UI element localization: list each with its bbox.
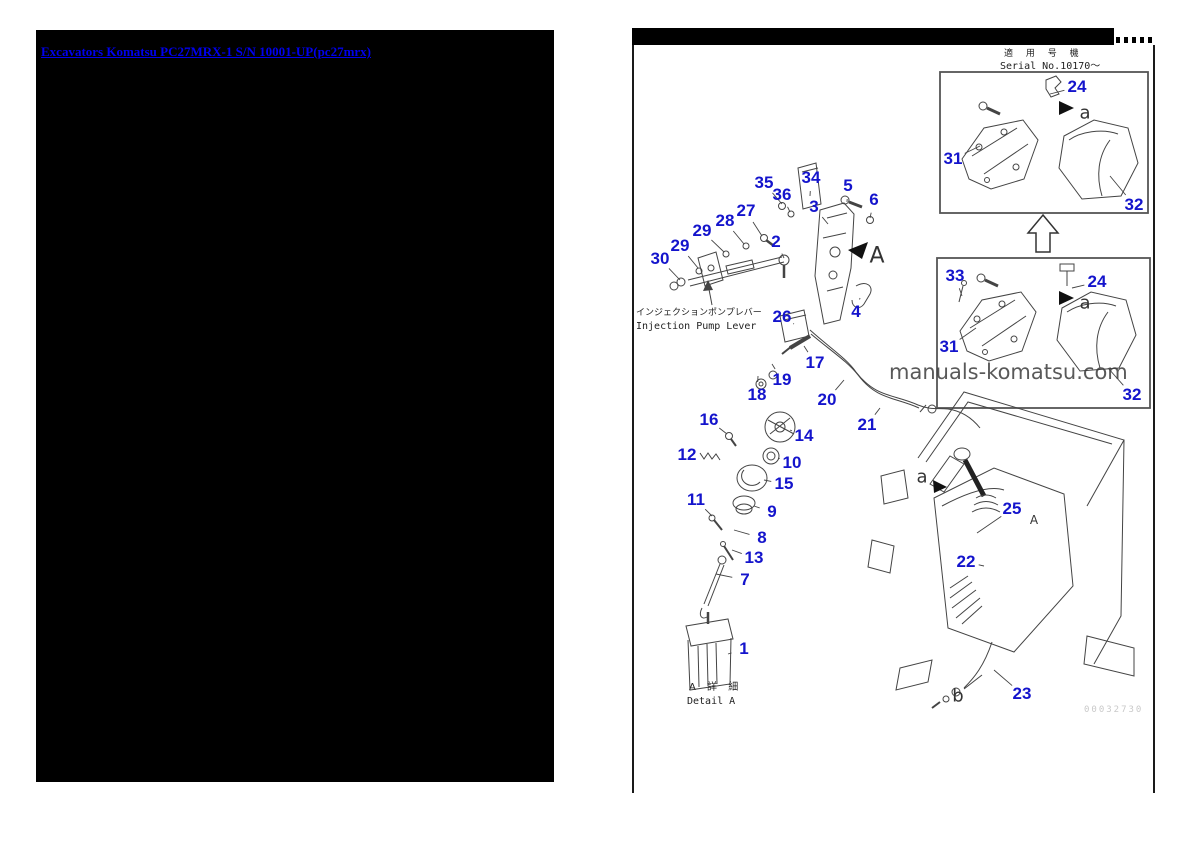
part-callout-9: 9 [767,502,777,521]
part-callout-27: 27 [736,201,756,220]
page-left-border [632,45,634,793]
part-callout-17: 17 [805,353,825,372]
part-callout-15: 15 [774,474,794,493]
part-callout-34: 34 [801,168,821,187]
view-a-arrow-icon [1059,101,1074,115]
part-callout-26: 26 [772,307,792,326]
part-callout-22: 22 [956,552,976,571]
part-callout-8: 8 [757,528,767,547]
parts-diagram [668,71,1151,709]
callout-leader-lines [668,89,1127,686]
part-callout-1: 1 [739,639,749,658]
part-callout-6: 6 [869,190,879,209]
injection-pump-lever-jp: インジェクションポンプレバー [636,308,762,318]
part-callout-29: 29 [692,221,712,240]
part-callout-24: 24 [1067,77,1087,96]
part-callout-36: 36 [772,185,792,204]
part-callout-19: 19 [772,370,792,389]
part-callout-32: 32 [1122,385,1142,404]
detail-a-label: A 詳 細 Detail A [687,681,742,709]
document-title-link[interactable]: Excavators Komatsu PC27MRX-1 S/N 10001-U… [41,44,372,59]
part-callout-25: 25 [1002,499,1022,518]
part-callout-32: 32 [1124,195,1144,214]
view-letter-A: A [869,243,885,269]
view-letter-A: A [1029,513,1039,527]
injection-pump-lever-label: インジェクションポンプレバー Injection Pump Lever [636,307,762,333]
part-callout-14: 14 [794,426,814,445]
view-letter-a: a [1079,292,1091,314]
serial-label-jp: 適 用 号 機 [1004,49,1084,59]
left-black-panel [36,30,554,782]
part-callout-11: 11 [687,490,705,509]
page-right-border [1153,45,1155,793]
part-callout-35: 35 [754,173,774,192]
top-bar-dashes [1116,37,1156,43]
part-callout-10: 10 [782,453,802,472]
part-callout-21: 21 [857,415,877,434]
view-letter-a: a [1079,102,1091,124]
part-callout-18: 18 [747,385,767,404]
part-callout-4: 4 [851,302,861,321]
injection-pump-lever-en: Injection Pump Lever [636,321,757,332]
view-letter-a: a [916,466,928,488]
detail-a-arrow-icon [848,242,868,259]
part-callout-5: 5 [843,176,853,195]
part-callout-7: 7 [740,570,750,589]
view-letter-b: b [952,685,964,707]
serial-number: Serial No.10170～ [1000,61,1101,72]
drawing-number: 00032730 [1084,705,1144,715]
part-callout-20: 20 [817,390,837,409]
part-callout-28: 28 [715,211,735,230]
console-a-arrow-icon [933,480,947,493]
part-callout-23: 23 [1012,684,1032,703]
part-callout-12: 12 [677,445,697,464]
part-callout-3: 3 [809,197,819,216]
part-callout-31: 31 [939,337,959,356]
detail-a-en: Detail A [687,696,736,707]
part-callout-2: 2 [771,232,781,251]
view-a-arrow-icon [1059,291,1074,305]
part-callout-29: 29 [670,236,690,255]
detail-a-jp: A 詳 細 [689,682,743,693]
part-callout-24: 24 [1087,272,1107,291]
up-arrow-icon [1026,213,1060,253]
part-callout-13: 13 [744,548,764,567]
part-callout-31: 31 [943,149,963,168]
parts-diagram-page: 適 用 号 機 Serial No.10170～ [632,28,1156,794]
page-top-bar [632,28,1114,45]
part-callout-30: 30 [650,249,670,268]
part-callout-16: 16 [699,410,719,429]
part-callout-33: 33 [945,266,965,285]
